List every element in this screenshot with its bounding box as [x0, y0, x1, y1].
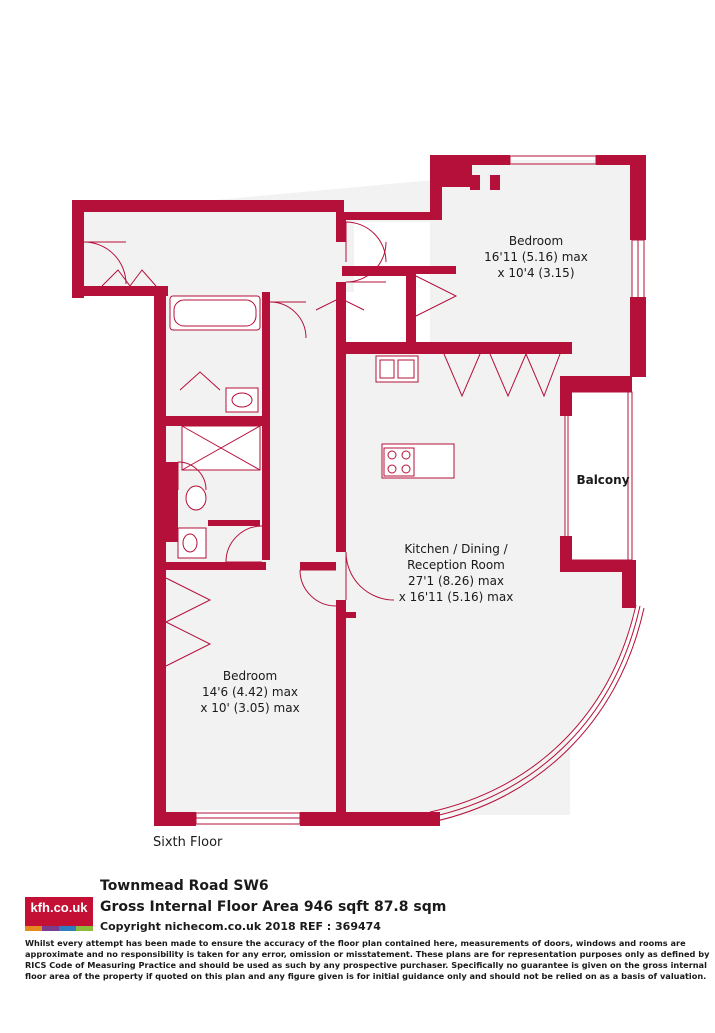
- property-address: Townmead Road SW6: [100, 878, 269, 894]
- bedroom-1-label: Bedroom 16'11 (5.16) max x 10'4 (3.15): [466, 233, 606, 281]
- copyright-notice: Copyright nichecom.co.uk 2018 REF : 3694…: [100, 920, 381, 933]
- room-name: Reception Room: [407, 558, 505, 572]
- room-name: Bedroom: [508, 234, 564, 248]
- walls: [72, 155, 646, 826]
- room-size: x 10' (3.05) max: [200, 701, 300, 715]
- kfh-logo: kfh.co.uk: [25, 897, 93, 931]
- logo-stripe: [76, 926, 93, 931]
- windows: [195, 155, 645, 825]
- floor-name: Sixth Floor: [153, 835, 223, 850]
- room-size: x 10'4 (3.15): [497, 266, 575, 280]
- room-name: Balcony: [576, 473, 630, 487]
- room-size: 16'11 (5.16) max: [484, 250, 588, 264]
- kitchen-label: Kitchen / Dining / Reception Room 27'1 (…: [386, 541, 526, 605]
- logo-text: kfh.co.uk: [30, 900, 88, 915]
- room-size: x 16'11 (5.16) max: [398, 590, 514, 604]
- bedroom-2-label: Bedroom 14'6 (4.42) max x 10' (3.05) max: [180, 668, 320, 716]
- fixtures: [169, 295, 455, 559]
- doors: [83, 221, 569, 667]
- room-name: Kitchen / Dining /: [404, 542, 508, 556]
- room-size: 27'1 (8.26) max: [407, 574, 505, 588]
- logo-stripe: [59, 926, 76, 931]
- floor-plan: [72, 155, 646, 826]
- balcony-label: Balcony: [568, 472, 638, 488]
- disclaimer-text: Whilst every attempt has been made to en…: [25, 938, 710, 981]
- logo-stripe: [25, 926, 42, 931]
- floor-area: Gross Internal Floor Area 946 sqft 87.8 …: [100, 899, 447, 915]
- room-name: Bedroom: [222, 669, 278, 683]
- room-size: 14'6 (4.42) max: [201, 685, 299, 699]
- logo-stripe: [42, 926, 59, 931]
